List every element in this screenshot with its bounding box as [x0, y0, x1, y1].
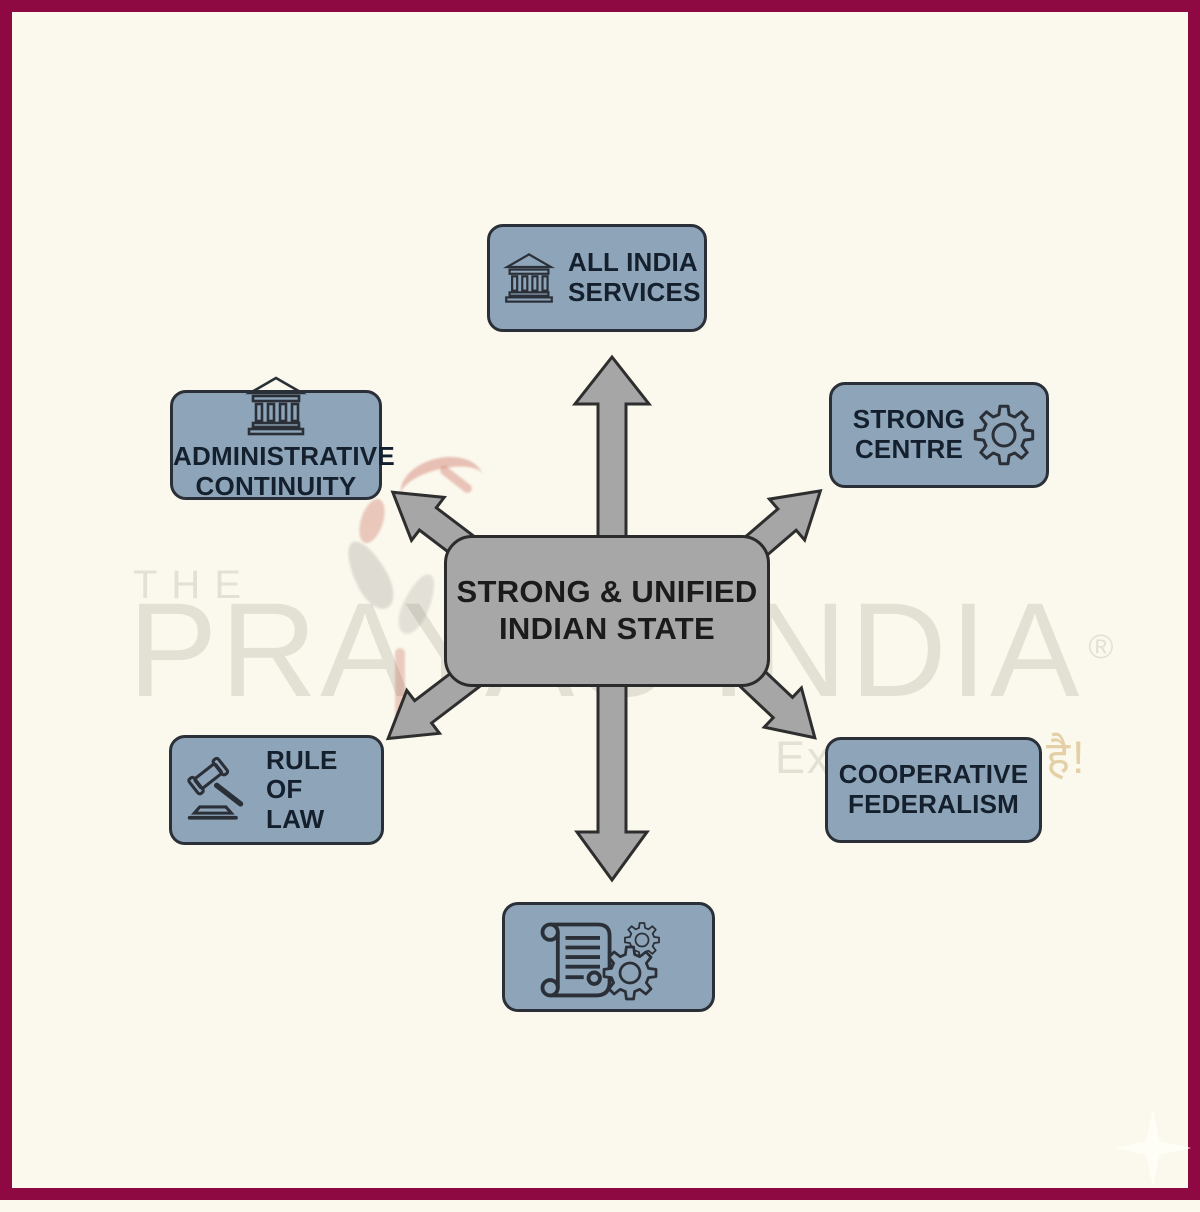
node-administrative-continuity: ADMINISTRATIVE CONTINUITY — [170, 390, 395, 501]
node-cooperative-federalism: COOPERATIVE FEDERALISM — [825, 737, 1042, 843]
node-all-india-services: ALL INDIA SERVICES — [487, 224, 707, 332]
node-scroll-and-gears — [502, 902, 715, 1012]
node-label-line2: LAW — [266, 803, 325, 834]
bank-building-icon — [244, 373, 308, 439]
node-label-line2: CONTINUITY — [195, 470, 357, 501]
node-label-line1: STRONG — [852, 404, 966, 435]
center-label-line1: STRONG & UNIFIED — [456, 574, 758, 610]
node-label-line2: CENTRE — [854, 434, 964, 464]
node-label: COOPERATIVE FEDERALISM — [839, 760, 1029, 819]
gear-large-icon — [601, 944, 659, 1002]
node-label: ADMINISTRATIVE CONTINUITY — [173, 441, 395, 501]
watermark-tagline-accent: है! — [1046, 732, 1087, 783]
bank-building-icon — [502, 248, 556, 308]
node-label-line2: SERVICES — [568, 277, 701, 307]
gear-icon — [972, 403, 1036, 467]
node-strong-centre: STRONG CENTRE — [829, 382, 1049, 488]
node-rule-of-law: RULE OF LAW — [169, 735, 384, 845]
center-label-line2: INDIAN STATE — [499, 611, 715, 646]
registered-mark: ® — [1088, 628, 1114, 666]
node-label-line2: FEDERALISM — [848, 789, 1019, 819]
node-label-line1: ADMINISTRATIVE — [173, 441, 395, 471]
center-node-label: STRONG & UNIFIED INDIAN STATE — [456, 574, 757, 647]
node-label: STRONG CENTRE — [832, 405, 972, 464]
node-label: ALL INDIA SERVICES — [568, 248, 701, 307]
center-node-strong-unified-indian-state: STRONG & UNIFIED INDIAN STATE — [444, 535, 770, 687]
node-label: RULE OF LAW — [266, 744, 381, 835]
node-label-line1: COOPERATIVE — [838, 759, 1029, 790]
node-label-line1: RULE OF — [266, 744, 338, 805]
node-label-line1: ALL INDIA — [568, 247, 698, 278]
arrow-down — [574, 660, 650, 883]
watermark-the: THE — [133, 563, 255, 607]
gavel-icon — [182, 753, 256, 827]
